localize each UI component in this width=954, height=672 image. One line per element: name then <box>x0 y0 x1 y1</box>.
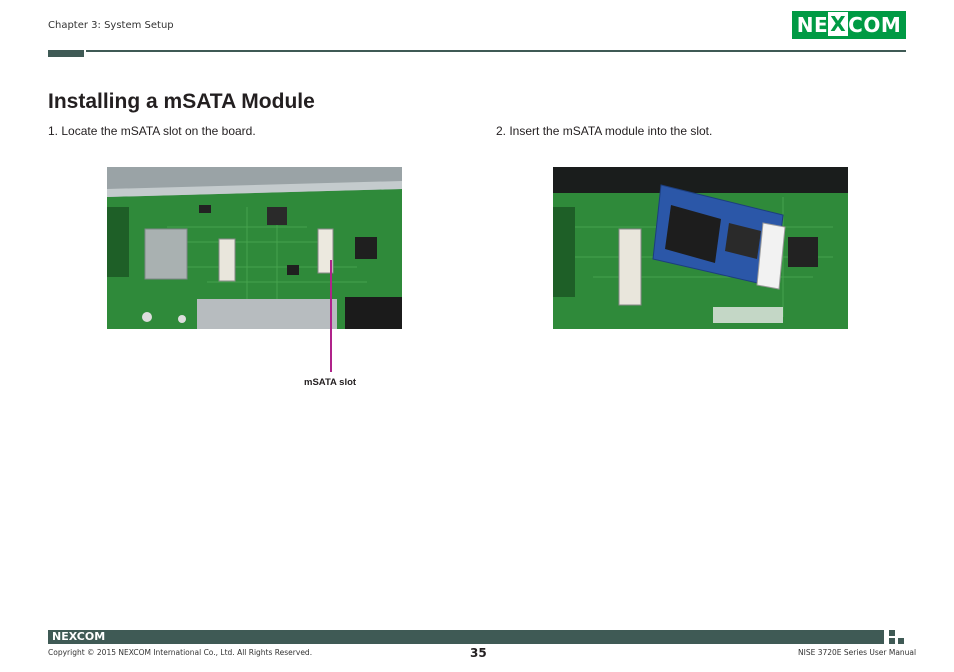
footer-nexcom-logo: NEXCOM <box>52 630 106 643</box>
callout-label-msata-slot: mSATA slot <box>304 377 357 388</box>
manual-title: NISE 3720E Series User Manual <box>798 648 917 657</box>
step-1-text: 1. Locate the mSATA slot on the board. <box>48 124 256 138</box>
footer-bar <box>48 630 884 644</box>
page-number: 35 <box>470 646 487 660</box>
footer-square-decoration <box>889 630 895 636</box>
board-photo-msata-slot <box>107 167 402 329</box>
header-rule <box>86 50 906 52</box>
step-2-text: 2. Insert the mSATA module into the slot… <box>496 124 713 138</box>
footer-square-decoration <box>889 638 895 644</box>
page-title: Installing a mSATA Module <box>48 90 315 113</box>
board-photo-msata-inserted <box>553 167 848 329</box>
chapter-heading: Chapter 3: System Setup <box>48 20 174 31</box>
callout-line <box>330 260 332 372</box>
copyright-text: Copyright © 2015 NEXCOM International Co… <box>48 648 313 657</box>
footer-square-decoration <box>898 638 904 644</box>
header-accent-block <box>48 50 84 57</box>
